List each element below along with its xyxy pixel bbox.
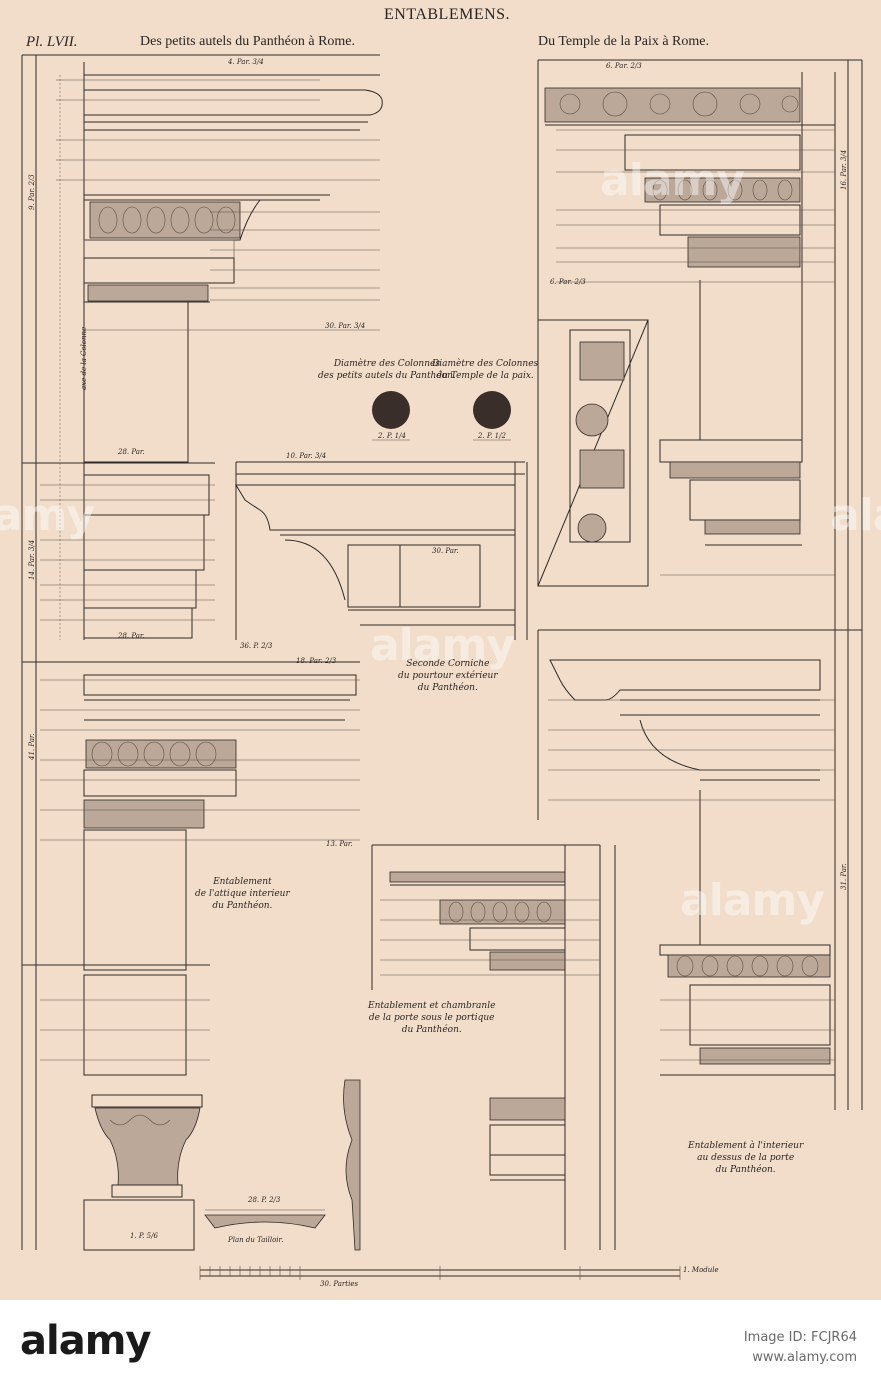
scale-bar	[199, 1266, 681, 1280]
corinthian-capital	[83, 1094, 203, 1251]
scale-parts-label: 30. Parties	[320, 1280, 359, 1288]
dim-attic-top: 18. Par. 2/3	[296, 657, 337, 665]
abacus-plan-caption: Plan du Tailloir.	[228, 1236, 284, 1244]
architectural-drawings	[21, 54, 863, 1280]
scale-module-label: 1. Module	[683, 1266, 719, 1274]
watermark-right-mid: alamy	[680, 875, 825, 926]
top-left-entablature	[21, 54, 383, 1250]
door-frame-panel	[537, 319, 649, 587]
dim-right-mid-side: 31. Par.	[840, 863, 848, 890]
dim-abacus: 28. P. 2/3	[248, 1196, 281, 1204]
watermark-center: alamy	[370, 620, 515, 671]
stock-footer	[0, 1300, 881, 1390]
diameter-value-right: 2. P. 1/2	[478, 432, 506, 440]
right-mid-entablature	[659, 439, 835, 576]
dim-corniche-inner: 30. Par.	[432, 547, 459, 555]
plate-title: ENTABLEMENS.	[384, 6, 511, 23]
dim-corniche-width: 10. Par. 3/4	[286, 452, 327, 460]
mid-left-entablature	[22, 462, 215, 639]
alamy-logo: alamy	[20, 1318, 151, 1364]
dim-top-left-bottom: 30. Par. 3/4	[325, 322, 366, 330]
dim-top-left-side: 9. Par. 2/3	[28, 174, 36, 210]
door-entablature	[371, 844, 616, 1250]
watermark-right-edge: alamy	[830, 490, 881, 541]
right-subtitle: Du Temple de la Paix à Rome.	[538, 34, 710, 49]
dim-corniche-bottom: 36. P. 2/3	[240, 642, 273, 650]
watermark-left: alamy	[0, 490, 95, 541]
left-subtitle: Des petits autels du Panthéon à Rome.	[140, 34, 356, 49]
diameter-value-left: 2. P. 1/4	[378, 432, 406, 440]
dim-mid-left-side: 14. Par. 3/4	[28, 539, 36, 580]
dim-attic-side: 41. Par.	[28, 733, 36, 760]
dim-top-left-width: 4. Par. 3/4	[228, 58, 264, 66]
second-corniche	[235, 461, 528, 640]
section-profile	[343, 1079, 361, 1251]
attic-entablature	[22, 661, 360, 1076]
right-lower-entablature	[537, 629, 862, 1076]
column-axis-label: axe de la Colonne	[80, 326, 88, 390]
dim-attic-bottom: 13. Par.	[326, 840, 353, 848]
top-right-entablature	[537, 59, 863, 1110]
dim-top-right-width: 6. Par. 2/3	[606, 62, 642, 70]
column-diameter-circles	[372, 391, 511, 441]
image-id: Image ID: FCJR64	[743, 1330, 857, 1345]
dim-capital: 1. P. 5/6	[130, 1232, 158, 1240]
dim-top-right-side: 16. Par. 3/4	[840, 149, 848, 190]
abacus-plan	[204, 1209, 326, 1229]
engraving-plate: ENTABLEMENS. Pl. LVII. Des petits autels…	[0, 0, 881, 1300]
footer-url: www.alamy.com	[752, 1350, 857, 1365]
plate-number: Pl. LVII.	[26, 34, 78, 50]
dim-mid-left-bottom: 28. Par.	[118, 632, 145, 640]
dim-top-right-lower: 6. Par. 2/3	[550, 278, 586, 286]
dim-mid-left-width: 28. Par.	[118, 448, 145, 456]
watermark-right-top: alamy	[600, 155, 745, 206]
